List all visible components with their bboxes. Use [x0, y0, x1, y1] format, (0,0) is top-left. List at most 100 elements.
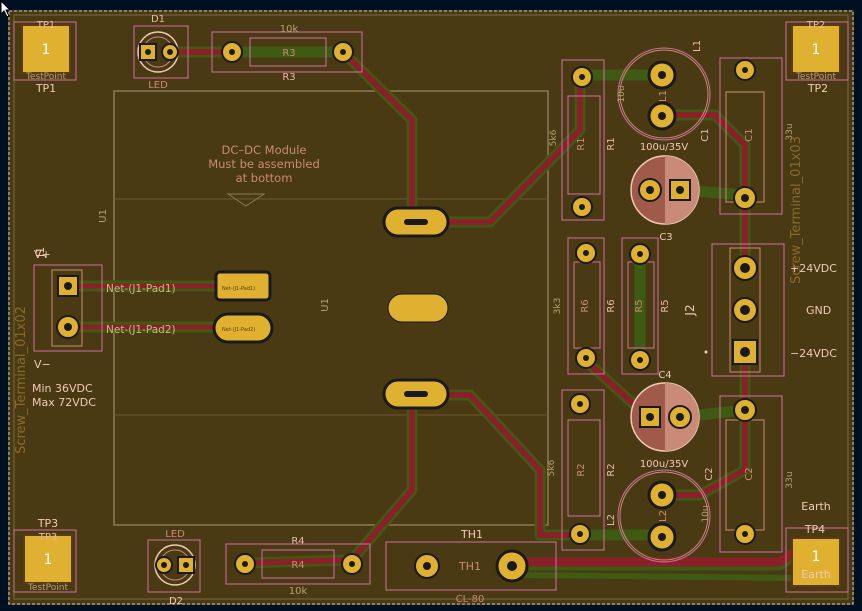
- dcdc-note-line1: DC–DC Module: [222, 143, 307, 157]
- dcdc-note-line2: Must be assembled: [208, 157, 320, 171]
- tp3-pad-number: 1: [44, 552, 53, 568]
- tp1-footprint[interactable]: TP1 1 TestPoint TP1: [13, 20, 77, 95]
- board-inner-outline: [13, 14, 849, 600]
- r1-fab: R1: [576, 137, 587, 150]
- tp1-pad-number: 1: [42, 42, 51, 58]
- tp4-footprint[interactable]: TP4 1 Earth Earth: [785, 500, 849, 593]
- j1-value: Screw_Terminal_01x02: [14, 306, 29, 454]
- r6-fab: R6: [580, 299, 591, 312]
- j2-ref: J2: [683, 304, 697, 316]
- net-label-pad2: Net-(J1-Pad2): [106, 324, 176, 336]
- c3-ref: C3: [659, 232, 672, 243]
- tp4-earth-label: Earth: [801, 500, 831, 513]
- net-label-pad2-small: Net-(J1-Pad2): [222, 327, 255, 333]
- r4-ref: R4: [291, 536, 304, 547]
- th1-fab: TH1: [458, 560, 481, 573]
- r4-ref-fab: R4: [291, 560, 304, 571]
- dcdc-module-outline: [113, 90, 549, 526]
- d1-value: LED: [148, 80, 168, 91]
- th1-ref: TH1: [460, 528, 483, 541]
- net-label-pad1: Net-(J1-Pad1): [106, 283, 176, 295]
- r3-ref-fab: R3: [282, 48, 295, 59]
- r2-ref: R2: [606, 463, 617, 476]
- r5-ref: R5: [660, 299, 671, 312]
- tp2-ref-silk: TP2: [807, 82, 828, 95]
- tp3-ref: TP3: [38, 532, 58, 543]
- j1-screw-terminal[interactable]: V+ J1 V− Screw_Terminal_01x02 Min 36VDC …: [14, 247, 103, 454]
- c4-ref: C4: [658, 370, 671, 381]
- tp1-ref: TP1: [36, 20, 56, 31]
- r2-fab: R2: [576, 463, 587, 476]
- l1-fab: L1: [658, 90, 669, 102]
- c1-fab: C1: [744, 128, 755, 141]
- l2-inductor-footprint[interactable]: L2 L2 10u: [606, 469, 711, 563]
- mouse-cursor-icon: [0, 0, 12, 18]
- tp4-value: Earth: [801, 568, 831, 581]
- u1-ref: U1: [98, 209, 109, 223]
- d2-ref: D2: [169, 596, 183, 607]
- r1-ref: R1: [606, 137, 617, 150]
- d1-ref: D1: [151, 14, 165, 25]
- j2-neg-label: −24VDC: [790, 347, 837, 360]
- d1-led-footprint[interactable]: D1 LED: [133, 14, 189, 91]
- r6-value: 3k3: [553, 298, 563, 315]
- u1-module-pads[interactable]: U1 U1: [98, 206, 450, 410]
- r6-ref: R6: [606, 299, 617, 312]
- tp2-value: TestPoint: [795, 72, 837, 82]
- c3-capacitor-footprint[interactable]: 100u/35V C3: [630, 142, 700, 243]
- dcdc-note-line3: at bottom: [236, 171, 293, 185]
- d2-value: LED: [165, 529, 185, 540]
- c1-ref: C1: [700, 128, 711, 141]
- r4-value: 10k: [289, 586, 308, 597]
- tp4-ref-silk: TP4: [804, 523, 825, 536]
- j1-vminus: V−: [34, 358, 51, 371]
- c1-value: 33u: [785, 123, 795, 140]
- d2-led-footprint[interactable]: LED D2: [147, 529, 201, 607]
- c2-capacitor-footprint[interactable]: C2 C2 33u: [704, 395, 795, 553]
- j2-gnd-label: GND: [806, 304, 831, 317]
- c2-value: 33u: [785, 471, 795, 488]
- tp3-value: TestPoint: [27, 583, 69, 593]
- tp4-pad-number: 1: [812, 549, 821, 565]
- j2-pos-label: +24VDC: [790, 262, 837, 275]
- l2-value: 10u: [701, 505, 711, 522]
- board-edge-cuts: [8, 10, 854, 605]
- tp1-value: TestPoint: [25, 72, 67, 82]
- c3-value: 100u/35V: [640, 142, 689, 153]
- r2-resistor-footprint[interactable]: 5k6 R2 R2: [547, 389, 617, 551]
- r3-resistor-footprint[interactable]: 10k R3 R3: [211, 24, 363, 83]
- th1-thermistor-footprint[interactable]: TH1 TH1 CL-80: [385, 528, 557, 605]
- r1-resistor-footprint[interactable]: 5k6 R1 R1: [549, 59, 617, 221]
- j1-ref: J1: [34, 247, 47, 258]
- net-label-pad1-small: Net-(J1-Pad1): [222, 286, 255, 292]
- tp2-pad-number: 1: [812, 42, 821, 58]
- min-voltage: Min 36VDC: [32, 382, 93, 395]
- dcdc-note: DC–DC Module Must be assembled at bottom: [208, 143, 320, 207]
- r1-value: 5k6: [549, 129, 559, 146]
- r4-resistor-footprint[interactable]: R4 R4 10k: [225, 536, 371, 597]
- j1-vplus: V+: [34, 248, 51, 261]
- tp3-ref-silk: TP3: [37, 517, 58, 530]
- r3-ref: R3: [282, 72, 295, 83]
- c2-fab: C2: [744, 467, 755, 480]
- r5-resistor-footprint[interactable]: R5 R5: [621, 237, 671, 375]
- c4-capacitor-footprint[interactable]: C4 100u/35V: [630, 370, 700, 470]
- l2-fab: L2: [658, 510, 669, 522]
- c4-value: 100u/35V: [640, 459, 689, 470]
- c1-capacitor-footprint[interactable]: C1 C1 33u: [700, 57, 795, 215]
- c2-ref: C2: [704, 467, 715, 480]
- l1-inductor-footprint[interactable]: L1 L1 10u: [617, 40, 711, 141]
- tp2-ref: TP2: [806, 20, 826, 31]
- u1-ref-2: U1: [320, 298, 331, 312]
- th1-value: CL-80: [456, 594, 485, 605]
- j2-screw-terminal[interactable]: J2 +24VDC GND −24VDC Screw_Terminal_01x0…: [683, 136, 837, 377]
- j2-value: Screw_Terminal_01x03: [789, 136, 804, 284]
- r3-value: 10k: [280, 24, 299, 35]
- tp3-footprint[interactable]: TP3 TP3 1 TestPoint: [13, 517, 77, 593]
- l1-ref: L1: [692, 40, 703, 52]
- r6-resistor-footprint[interactable]: 3k3 R6 R6: [553, 237, 617, 375]
- tp2-footprint[interactable]: TP2 1 TestPoint TP2: [785, 20, 849, 95]
- l2-ref: L2: [606, 514, 617, 526]
- r2-value: 5k6: [547, 459, 557, 476]
